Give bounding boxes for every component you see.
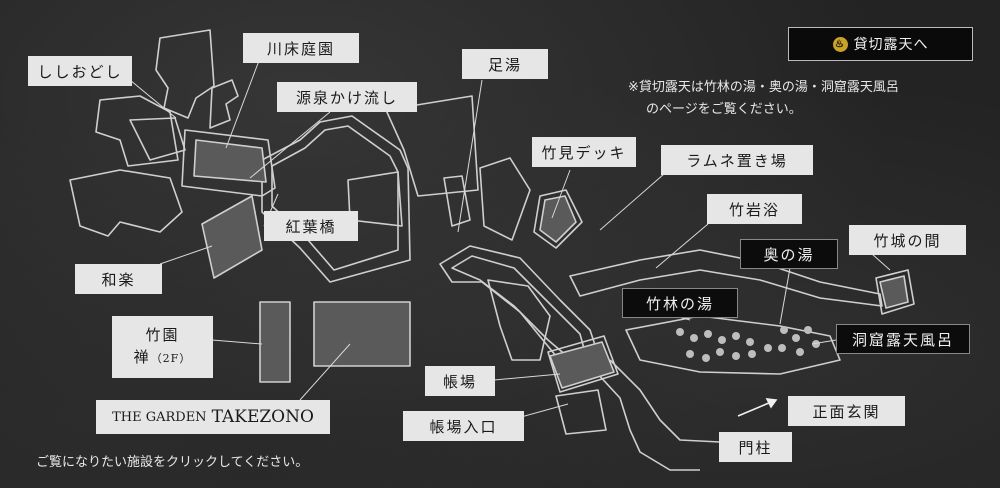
kawadoko-garden-outline — [181, 129, 276, 197]
waraku-outline — [201, 195, 263, 279]
building-west — [69, 169, 183, 237]
label-momiji-bashi[interactable]: 紅葉橋 — [264, 211, 358, 241]
building-center — [347, 171, 403, 227]
label-choba[interactable]: 帳場 — [425, 366, 495, 396]
label-choba-entrance[interactable]: 帳場入口 — [403, 411, 524, 441]
rental-bath-button-label: 貸切露天へ — [853, 37, 929, 53]
label-shishiodoshi[interactable]: ししおどし — [28, 56, 132, 86]
entrance-path-2 — [609, 359, 721, 443]
building-ashiyu-area — [443, 175, 471, 227]
building-shishiodoshi-wing — [129, 117, 186, 161]
corridor-north — [209, 79, 239, 129]
building-lower-center — [487, 279, 551, 361]
label-chikurin-no-yu[interactable]: 竹林の湯 — [622, 288, 738, 318]
takezono-zen-line2: 禅（2F） — [133, 348, 192, 366]
entrance-path — [595, 371, 700, 471]
choba-outline — [547, 335, 619, 393]
label-doukutsu-roten[interactable]: 洞窟露天風呂 — [836, 324, 970, 354]
label-ramune-okiba[interactable]: ラムネ置き場 — [661, 145, 813, 175]
onsen-badge-icon: ♨ — [832, 36, 848, 52]
building-choba-south — [555, 389, 607, 435]
building-north — [155, 29, 215, 119]
kawadoko-fill — [193, 139, 267, 183]
rental-note: ※貸切露天は竹林の湯・奥の湯・洞窟露天風呂 のページをご覧ください。 — [628, 77, 899, 121]
click-hint: ご覧になりたい施設をクリックしてください。 — [36, 455, 309, 470]
building-upper-center — [385, 95, 479, 197]
rental-bath-button[interactable]: ♨ 貸切露天へ — [788, 27, 973, 61]
corridor-momiji-inner — [271, 125, 399, 271]
label-takezono-zen[interactable]: 竹園 禅（2F） — [112, 316, 213, 378]
zen-building — [259, 301, 291, 383]
takeshiro-fill — [879, 275, 909, 309]
garden-takezono-building — [313, 301, 411, 367]
label-takeshiro-no-ma[interactable]: 竹城の間 — [849, 225, 966, 255]
label-ashiyu[interactable]: 足湯 — [462, 49, 548, 79]
label-oku-no-yu[interactable]: 奥の湯 — [740, 239, 838, 269]
rental-note-line2: のページをご覧ください。 — [646, 102, 802, 117]
label-waraku[interactable]: 和楽 — [75, 264, 162, 294]
label-kawadoko-garden[interactable]: 川床庭園 — [243, 33, 359, 63]
choba-fill — [549, 341, 615, 389]
corridor-momiji — [261, 115, 411, 283]
east-corridor — [569, 249, 883, 307]
garden-prefix: THE GARDEN — [112, 409, 207, 425]
label-gensen-kakenagashi[interactable]: 源泉かけ流し — [277, 82, 417, 112]
garden-name: TAKEZONO — [211, 407, 314, 427]
label-monchu[interactable]: 門柱 — [719, 432, 792, 462]
building-takeshiro — [875, 269, 915, 315]
building-takemi — [479, 157, 531, 241]
rental-note-line1: ※貸切露天は竹林の湯・奥の湯・洞窟露天風呂 — [628, 80, 899, 95]
chikurin-bath-outline — [625, 315, 841, 375]
building-northwest — [95, 95, 179, 167]
takemi-fill — [539, 195, 577, 243]
label-chikugan-yoku[interactable]: 竹岩浴 — [707, 194, 802, 224]
takezono-zen-line1: 竹園 — [145, 326, 180, 344]
label-takemi-deck[interactable]: 竹見デッキ — [532, 137, 636, 167]
label-shomen-genkan[interactable]: 正面玄関 — [788, 396, 905, 426]
